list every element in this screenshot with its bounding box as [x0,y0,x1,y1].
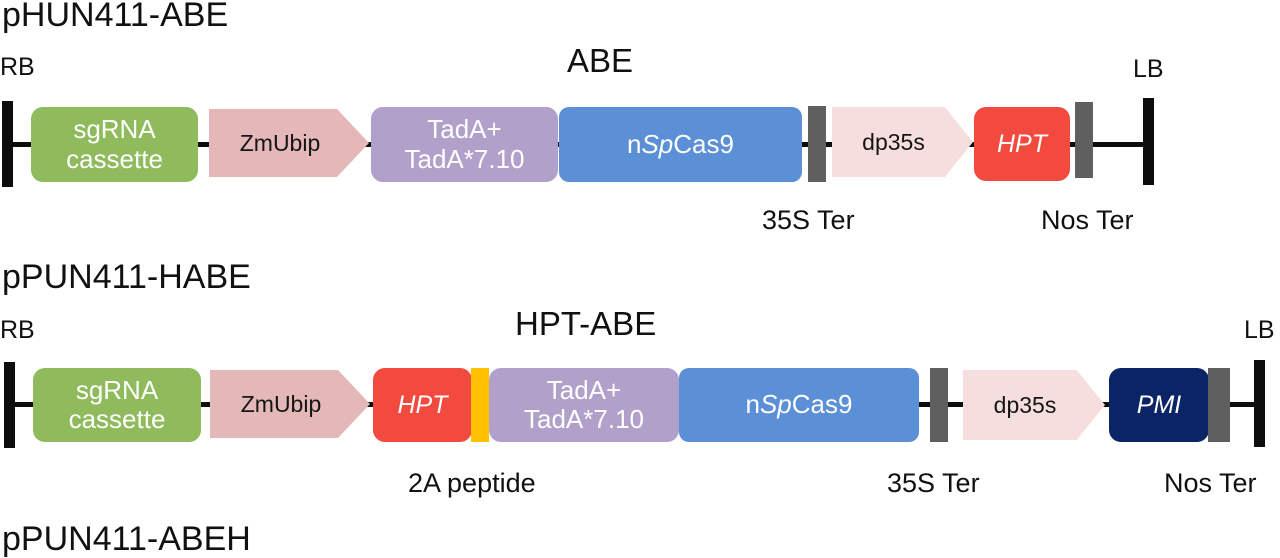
tada-line1: TadA+ [546,374,622,405]
tada-line2: TadA*7.10 [524,404,644,434]
nspcas9-label: nSpCas9 [745,389,853,420]
nos-ter-label: Nos Ter [1041,205,1134,235]
nos-terminator-block [1075,102,1093,178]
nos-ter-label: Nos Ter [1164,468,1257,498]
nos-terminator-block [1208,368,1230,442]
nspcas9-box: nSpCas9 [679,368,919,442]
35s-terminator-block [808,106,826,182]
2a-peptide-linker [471,368,489,442]
cassette-label: ABE [567,42,634,79]
lb-border-bar [1254,360,1265,447]
tada-line1: TadA+ [427,114,502,145]
zmubip-label: ZmUbip [239,129,321,156]
construct-title-ppun411-abeh: pPUN411-ABEH [2,520,251,558]
sgrna-line1: sgRNA [73,114,156,145]
zmubip-promoter-arrow: ZmUbip [210,370,370,438]
sgrna-cassette-box: sgRNA cassette [31,107,198,182]
sgrna-cassette-box: sgRNA cassette [33,368,201,442]
dp35s-promoter-arrow: dp35s [963,370,1105,440]
tada-box: TadA+ TadA*7.10 [371,107,558,182]
sgrna-line1: sgRNA [75,374,159,405]
tada-box: TadA+ TadA*7.10 [489,368,679,442]
35s-terminator-block [930,368,948,442]
cassette-label: HPT-ABE [515,305,657,342]
pmi-label: PMI [1136,391,1182,419]
construct-title: pPUN411-HABE [2,258,251,296]
hpt-marker-box: HPT [974,107,1070,181]
construct-title: pHUN411-ABE [2,0,229,34]
dp35s-label: dp35s [862,128,925,155]
hpt-label: HPT [997,130,1047,158]
sgrna-line2: cassette [68,404,166,434]
zmubip-label: ZmUbip [240,390,322,417]
rb-border-bar [4,362,15,448]
zmubip-promoter-arrow: ZmUbip [209,109,369,177]
sgrna-line2: cassette [66,143,163,174]
35s-ter-label: 35S Ter [762,205,855,235]
hpt-label: HPT [397,391,448,419]
rb-border-bar [2,101,13,187]
lb-label: LB [1133,55,1164,83]
rb-label: RB [0,53,35,81]
pmi-marker-box: PMI [1109,368,1209,442]
lb-border-bar [1143,98,1154,185]
hpt-box: HPT [373,368,472,442]
rb-label: RB [0,316,35,344]
dp35s-promoter-arrow: dp35s [832,107,973,177]
nspcas9-label: nSpCas9 [627,128,734,159]
nspcas9-box: nSpCas9 [559,107,802,182]
tada-line2: TadA*7.10 [404,143,525,174]
2a-peptide-label: 2A peptide [408,468,536,498]
35s-ter-label: 35S Ter [887,468,980,498]
lb-label: LB [1244,316,1275,344]
dp35s-label: dp35s [993,391,1057,418]
